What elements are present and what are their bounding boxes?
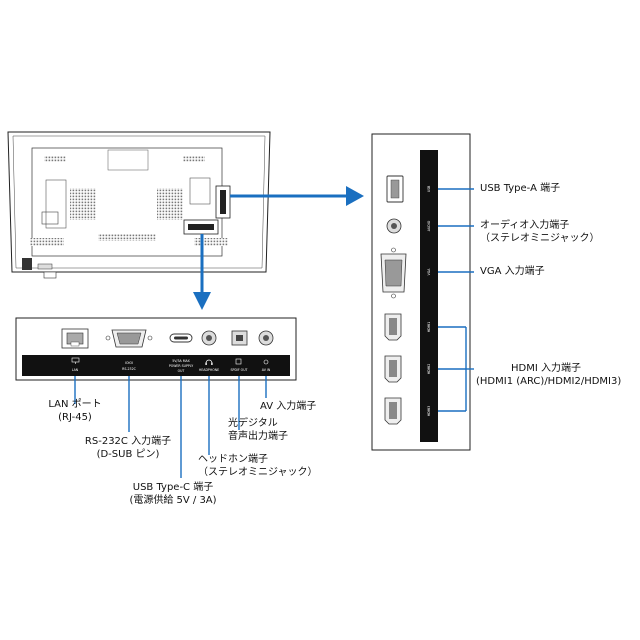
usb-type-a-label: USB Type-A 端子 — [480, 183, 561, 194]
lan-port-label-line2: (RJ-45) — [58, 412, 92, 423]
tv-bottom-terminal-strip — [188, 224, 214, 230]
usb-type-c-label: USB Type-C 端子 (電源供給 5V / 3A) — [112, 481, 234, 507]
av-port — [258, 330, 274, 346]
vga-port — [380, 247, 407, 299]
usb-c-port — [169, 333, 193, 343]
audio-strip-label: AUDIO — [427, 220, 431, 231]
audio-port — [386, 218, 402, 234]
hdmi1-strip-label: HDMI1 — [427, 322, 431, 333]
lan-port-label: LAN ポート (RJ-45) — [36, 398, 114, 424]
usb-type-c-label-line1: USB Type-C 端子 — [132, 482, 214, 493]
audio-input-label-line2: （ステレオミニジャック） — [480, 233, 600, 244]
usbc-strip-sub: OUT — [178, 369, 185, 373]
av-strip-label: AV IN — [262, 368, 271, 372]
usb-a-port — [386, 175, 404, 203]
vga-strip-label: VGA — [427, 268, 431, 276]
usbc-strip-label: POWER SUPPLY — [169, 364, 193, 368]
power-switch — [37, 263, 53, 270]
lan-port-label-line1: LAN ポート — [48, 399, 102, 410]
rs232c-strip-sub: IOIOI — [125, 361, 133, 365]
hdmi-input-label: HDMI 入力端子 (HDMI1 (ARC)/HDMI2/HDMI3) — [476, 362, 622, 388]
bottom-panel-strip — [22, 355, 290, 376]
hdmi1-port — [384, 313, 402, 341]
rs232c-input-label: RS-232C 入力端子 (D-SUB ピン) — [72, 435, 184, 461]
mount-plate — [41, 211, 59, 225]
optical-output-label: 光デジタル 音声出力端子 — [228, 417, 288, 443]
hdmi-input-label-line1: HDMI 入力端子 — [511, 363, 581, 374]
rs232c-port — [105, 329, 153, 348]
lan-strip-label: LAN — [72, 368, 79, 372]
headphone-strip-label: HEADPHONE — [199, 368, 219, 372]
optical-output-label-line1: 光デジタル — [228, 418, 278, 429]
panel-recess — [45, 179, 67, 229]
label-plate — [107, 149, 149, 171]
spdif-strip-icon — [235, 358, 242, 365]
optical-output-label-line2: 音声出力端子 — [228, 431, 288, 442]
panel-recess — [189, 177, 211, 205]
side-leader-lines — [438, 188, 474, 412]
rs232c-input-label-line1: RS-232C 入力端子 — [84, 436, 172, 447]
lan-strip-icon — [71, 357, 80, 364]
hdmi-input-label-line2: (HDMI1 (ARC)/HDMI2/HDMI3) — [476, 376, 622, 387]
vent-grille — [157, 188, 183, 220]
hdmi3-port — [384, 397, 402, 425]
vga-input-label: VGA 入力端子 — [480, 266, 545, 277]
vent-grille — [183, 156, 205, 162]
vent-grille — [98, 234, 156, 241]
spdif-strip-label: SPDIF OUT — [231, 368, 248, 372]
headphone-jack-label-line2: （ステレオミニジャック） — [198, 467, 318, 478]
headphone-jack-label-line1: ヘッドホン端子 — [198, 454, 268, 465]
headphone-jack-label: ヘッドホン端子 （ステレオミニジャック） — [198, 453, 318, 479]
hdmi2-port — [384, 355, 402, 383]
headphone-port — [201, 330, 217, 346]
tv-back-view — [7, 131, 271, 279]
rs232c-strip-label: RS-232C — [122, 367, 136, 371]
arrow-head-down — [193, 292, 211, 310]
av-strip-icon — [263, 359, 269, 365]
usbc-strip-top: 5V/3A MAX — [172, 359, 190, 363]
vent-grille — [194, 238, 228, 246]
audio-input-label-line1: オーディオ入力端子 — [480, 220, 570, 231]
vent-grille — [70, 188, 96, 220]
tv-side-terminal-strip — [220, 190, 226, 214]
side-terminal-panel: USB AUDIO VGA HDMI1 HDMI2 HDMI3 — [371, 133, 471, 451]
spdif-port — [231, 330, 248, 346]
usb-type-c-label-line2: (電源供給 5V / 3A) — [129, 495, 217, 506]
audio-input-label: オーディオ入力端子 （ステレオミニジャック） — [480, 219, 600, 245]
hdmi3-strip-label: HDMI3 — [427, 406, 431, 417]
bottom-terminal-panel: LAN IOIOI RS-232C 5V/3A MAX POWER SUPPLY… — [15, 317, 297, 381]
callout-arrows — [193, 186, 364, 310]
usb-strip-label: USB — [427, 186, 431, 193]
lan-port — [61, 328, 89, 349]
rs232c-input-label-line2: (D-SUB ピン) — [96, 449, 160, 460]
av-input-label: AV 入力端子 — [260, 401, 317, 412]
arrow-head-right — [346, 186, 364, 206]
power-inlet — [22, 258, 32, 270]
bottom-leader-lines — [74, 376, 267, 478]
headphone-strip-icon — [205, 359, 213, 365]
tv-foot — [43, 271, 57, 279]
vent-grille — [30, 238, 64, 246]
hdmi2-strip-label: HDMI2 — [427, 364, 431, 375]
side-panel-strip — [420, 150, 438, 442]
vent-grille — [44, 156, 66, 162]
